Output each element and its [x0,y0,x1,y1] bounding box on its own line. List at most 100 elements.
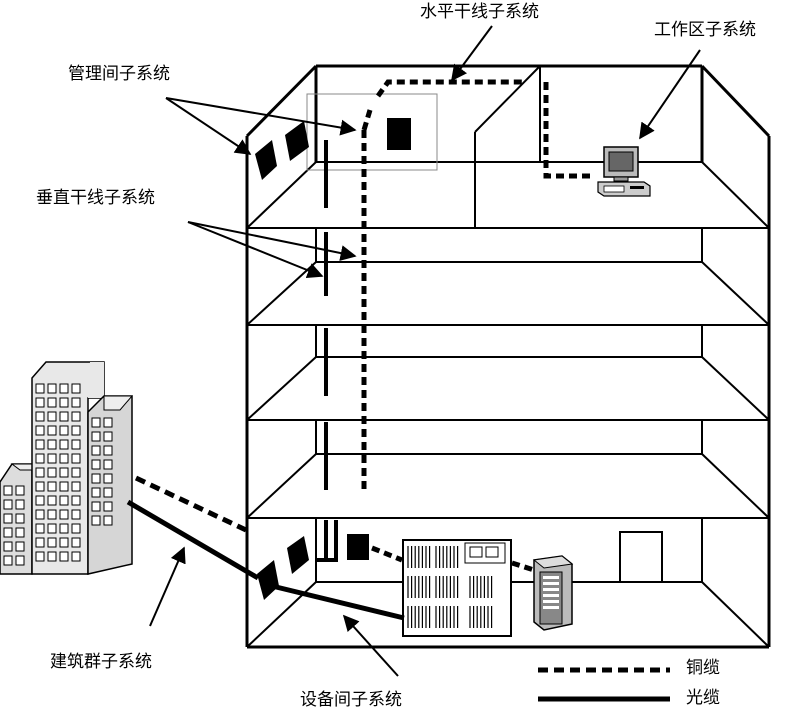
window [91,459,101,470]
window [103,501,113,512]
window [71,481,81,492]
window [35,439,45,450]
work-area-partition [474,65,541,228]
campus-buildings [0,361,134,575]
window [71,537,81,548]
equipment-cabinet [402,539,512,637]
window [47,551,57,562]
window [35,425,45,436]
vertical-copper-riser [361,109,373,492]
server-tower [532,555,574,631]
window [15,555,25,566]
window [15,541,25,552]
window [91,501,101,512]
campus-copper-link [134,475,248,533]
vertical-fiber-riser [316,140,338,562]
window [35,481,45,492]
window [59,383,69,394]
window [35,467,45,478]
window [59,537,69,548]
window [47,439,57,450]
fiber-to-cabinet [271,583,405,621]
admin-patch-panels [255,121,309,180]
window [103,445,113,456]
window [91,473,101,484]
window [71,509,81,520]
window [71,523,81,534]
window [59,439,69,450]
door [619,531,663,582]
window [59,481,69,492]
window [35,509,45,520]
workstation-computer [597,146,651,197]
window [47,467,57,478]
window [103,515,113,526]
equipment-distribution-frame [347,534,369,560]
window [3,499,13,510]
window [91,445,101,456]
window [103,473,113,484]
label-equipment-room-subsystem: 设备间子系统 [300,690,402,710]
window [15,485,25,496]
window [35,537,45,548]
window [71,439,81,450]
window [47,537,57,548]
window [3,541,13,552]
window [71,397,81,408]
floor-4 [246,228,770,326]
window [71,411,81,422]
window [71,495,81,506]
window [3,527,13,538]
window [59,523,69,534]
building-frame [245,64,771,649]
window [47,397,57,408]
window [59,551,69,562]
admin-distribution-frame [387,118,411,150]
horizontal-copper-run [371,79,592,573]
window [59,453,69,464]
legend-fiber-label: 光缆 [686,688,720,708]
window [35,523,45,534]
window [103,487,113,498]
window [71,453,81,464]
floor-2 [246,420,770,519]
window [3,555,13,566]
window [15,499,25,510]
window [35,397,45,408]
window [103,417,113,428]
label-campus-subsystem: 建筑群子系统 [50,652,152,672]
window [91,487,101,498]
floor-3 [246,325,770,421]
window [91,515,101,526]
label-horizontal-subsystem: 水平干线子系统 [420,2,539,22]
window [3,513,13,524]
legend-copper-label: 铜缆 [686,658,720,678]
window [59,495,69,506]
window [71,383,81,394]
window [35,551,45,562]
label-vertical-subsystem: 垂直干线子系统 [36,188,155,208]
window [103,431,113,442]
label-work-area-subsystem: 工作区子系统 [654,20,756,40]
window [71,551,81,562]
window [59,425,69,436]
window [59,411,69,422]
equipment-patch-panels [257,536,309,600]
callout-arrows [149,25,701,677]
window [47,481,57,492]
window [35,453,45,464]
window [59,467,69,478]
window [47,383,57,394]
label-admin-room-subsystem: 管理间子系统 [68,64,170,84]
window [103,459,113,470]
campus-fiber-link [126,499,260,581]
admin-room-panel [306,93,438,171]
window [71,425,81,436]
window [47,509,57,520]
window [35,383,45,394]
window [35,495,45,506]
window [35,411,45,422]
window [47,411,57,422]
window [59,509,69,520]
